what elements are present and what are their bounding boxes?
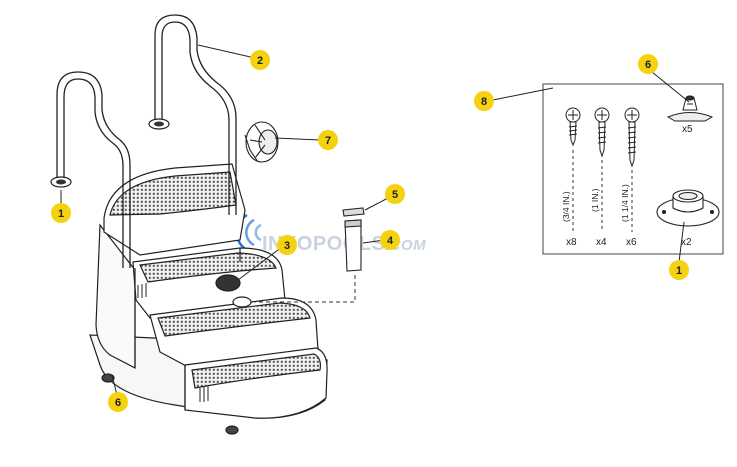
callout-label: 6 [645,59,651,71]
part-5-cap [342,207,365,217]
callout-1-left: 1 [51,203,71,223]
callout-3: 3 [277,235,297,255]
callout-label: 5 [392,189,398,201]
callout-4: 4 [380,230,400,250]
screw-size-1: (1 IN.) [590,188,600,212]
screw-qty-1-1-4: x6 [626,237,637,248]
callout-label: 3 [284,240,290,252]
screw-size-1-1-4: (1 1/4 IN.) [620,184,630,222]
callout-label: 4 [387,235,394,247]
callout-label: 2 [257,55,263,67]
callout-6-bottom: 6 [108,392,128,412]
callout-1-kit: 1 [669,260,689,280]
callout-label: 8 [481,96,487,108]
screw-qty-1: x4 [596,237,607,248]
handrail-right [154,14,237,215]
callout-label: 6 [115,397,121,409]
callout-label: 1 [58,208,64,220]
callout-label: 1 [676,265,682,277]
callout-7: 7 [318,130,338,150]
screw-1-1-4-in [624,107,640,168]
screw-3-4-in [565,107,581,147]
anchor-qty: x5 [682,124,693,135]
screw-size-3-4: (3/4 IN.) [561,191,571,222]
side-vent [137,283,209,402]
screw-1-in [594,107,610,158]
callout-label: 7 [325,135,331,147]
handrail-left [56,71,131,268]
callout-8: 8 [474,91,494,111]
callout-5: 5 [385,184,405,204]
leader-lines [60,44,690,396]
screw-qty-3-4: x8 [566,237,577,248]
part-6-anchor [666,95,714,122]
screw-size-labels: (3/4 IN.) (1 IN.) (1 1/4 IN.) [561,184,630,222]
part-4-insert [344,219,362,272]
callout-2: 2 [250,50,270,70]
base-qty: x2 [681,237,692,248]
callout-6-kit: 6 [638,54,658,74]
pool-step-assembly [89,163,328,435]
part-7-cap [244,121,279,163]
step-cap [215,274,241,292]
part-1-base-flange [656,189,720,227]
